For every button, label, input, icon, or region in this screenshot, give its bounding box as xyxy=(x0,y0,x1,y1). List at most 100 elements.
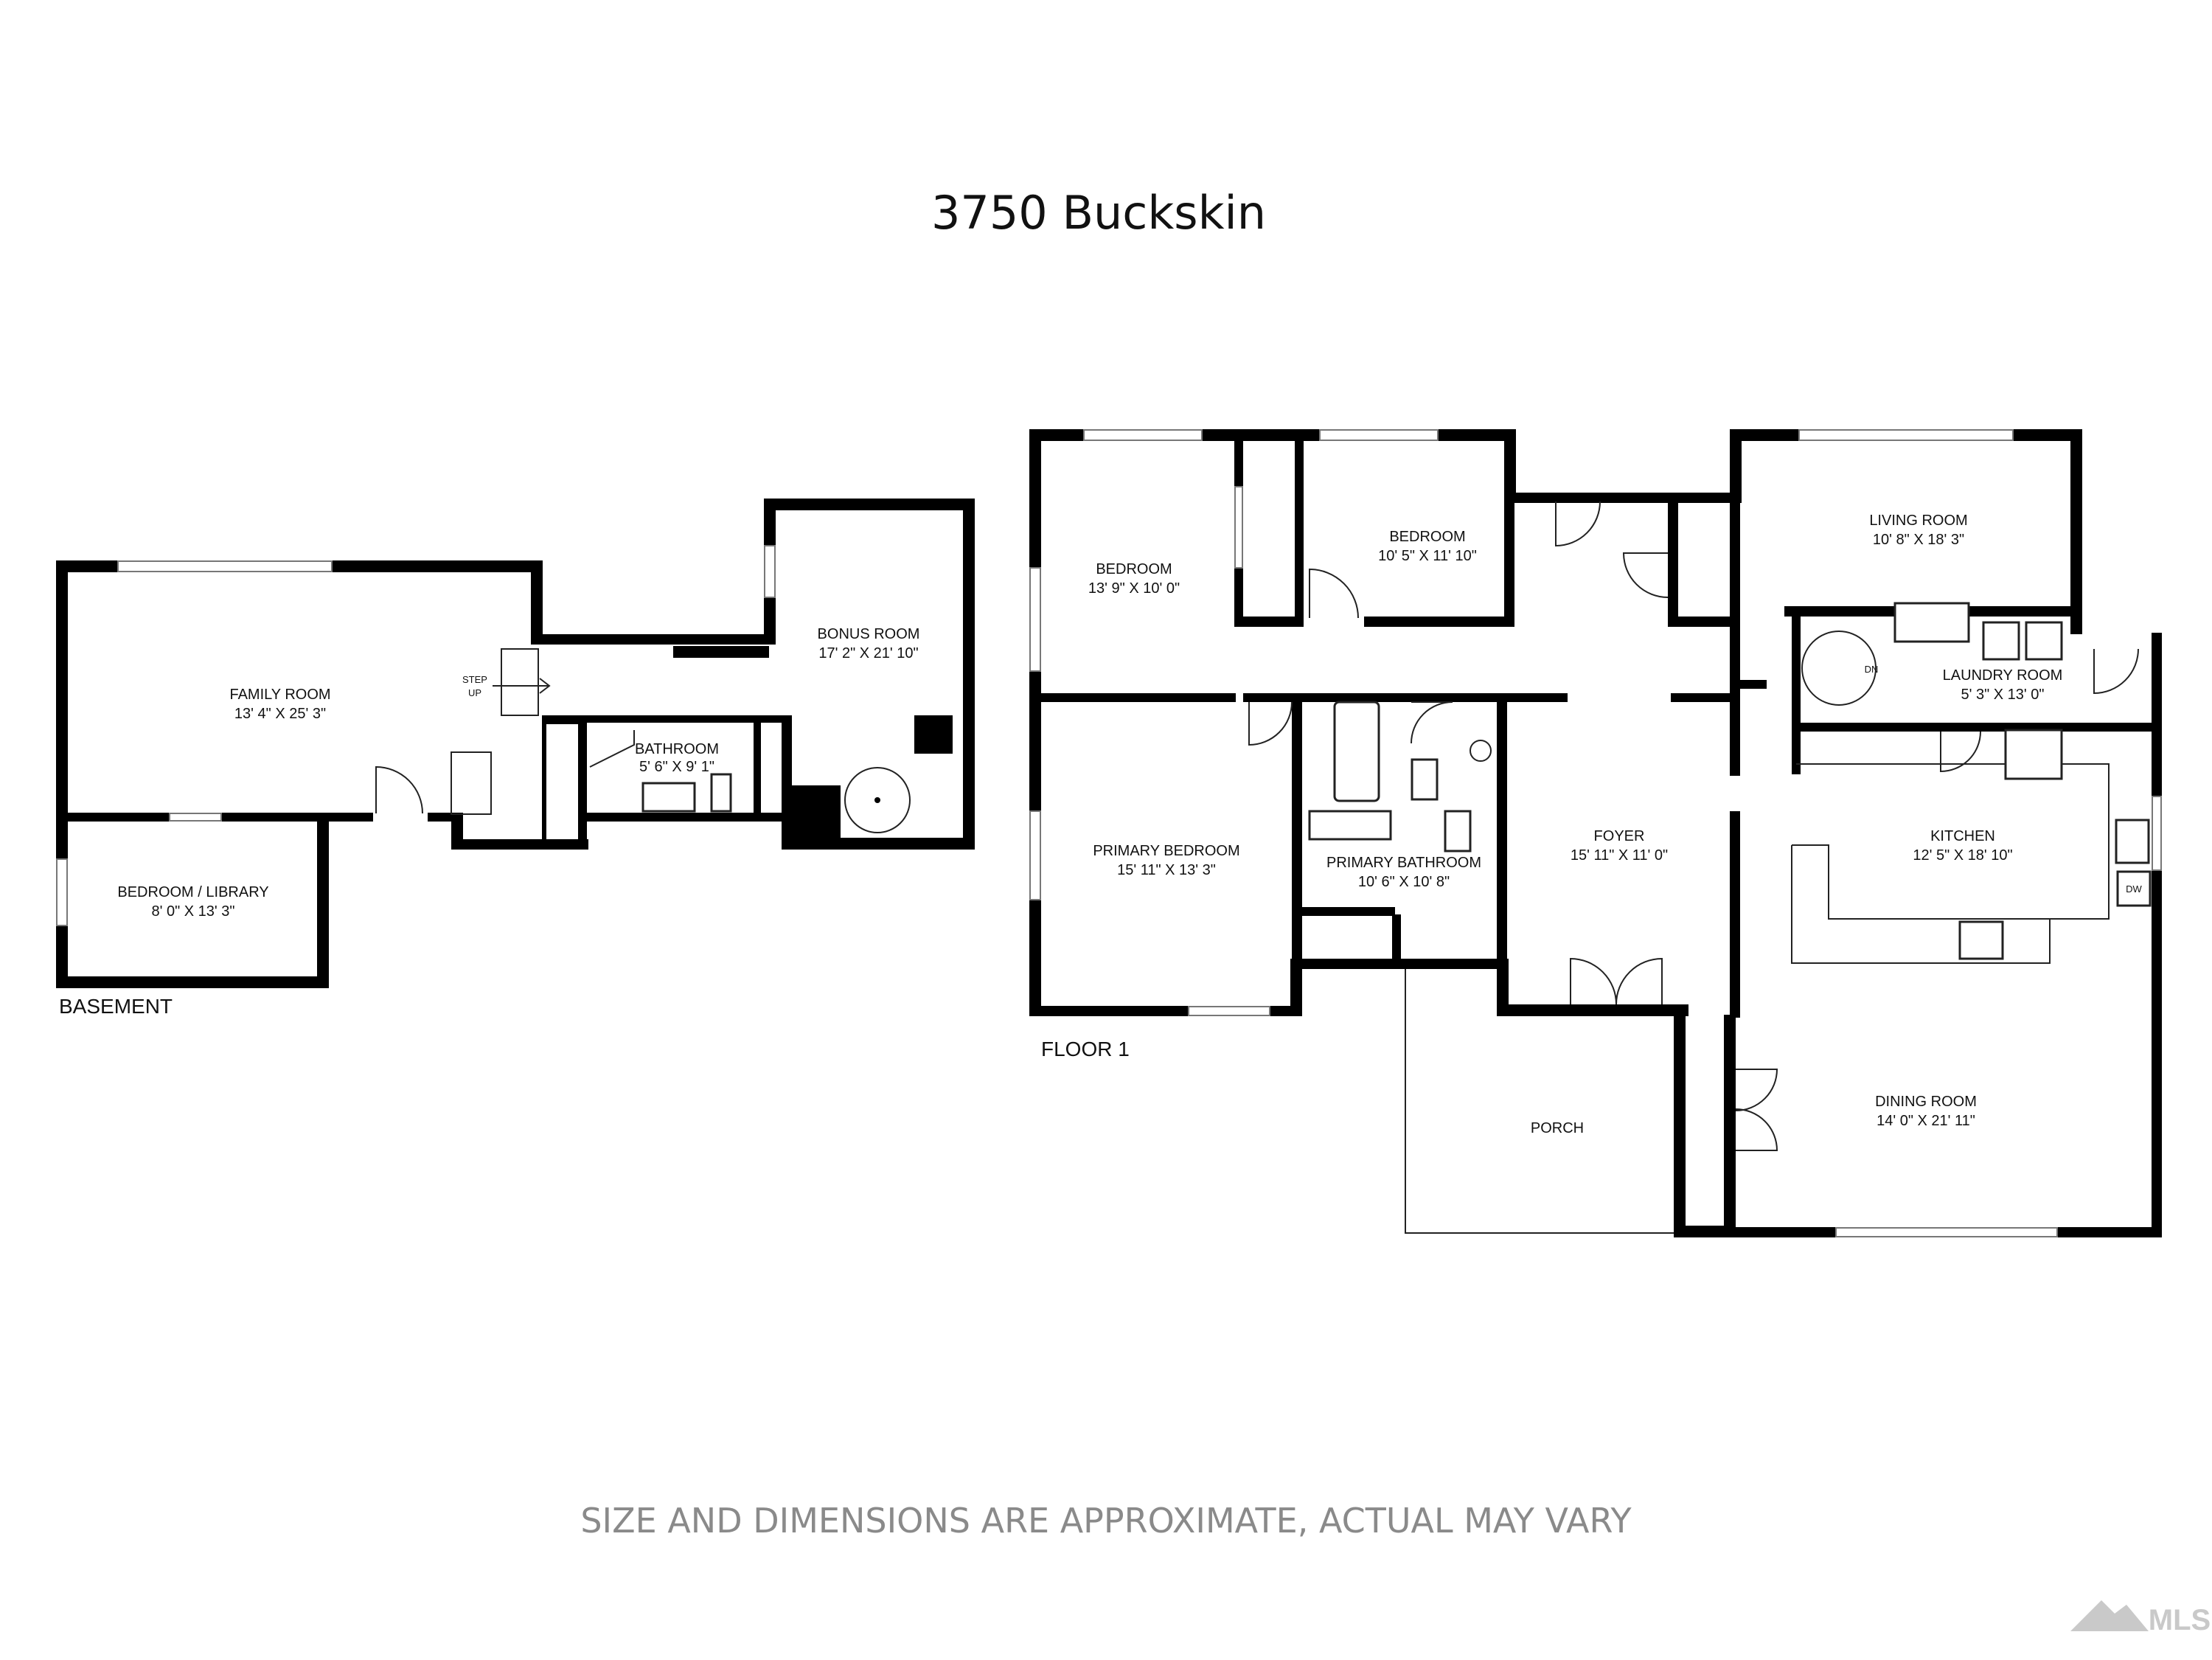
step-label-bottom: UP xyxy=(468,687,481,698)
wall xyxy=(1497,959,1509,1016)
window xyxy=(1188,1006,1270,1016)
basement-plan: STEP UP FAMILY ROOM 13' 4" X 25' 3" BONU… xyxy=(56,499,975,1018)
window xyxy=(1029,810,1041,900)
wall xyxy=(1292,907,1395,916)
door xyxy=(1735,1108,1778,1151)
kitchen-island xyxy=(1791,845,2051,964)
wall xyxy=(1301,959,1367,969)
window xyxy=(169,813,222,822)
fireplace xyxy=(1893,602,1970,643)
window xyxy=(56,858,68,926)
floor1-plan: DN DW BEDROOM 13' 9" X 10' 0" BEDROOM 10… xyxy=(1029,429,2162,1237)
spiral-stair xyxy=(1801,631,1877,706)
room-name-porch: PORCH xyxy=(1531,1120,1584,1136)
room-size-bedroom-library: 8' 0" X 13' 3" xyxy=(151,903,234,920)
wall xyxy=(1243,693,1568,702)
room-name-family: FAMILY ROOM xyxy=(229,687,330,703)
room-name-living: LIVING ROOM xyxy=(1869,513,1967,529)
wall xyxy=(578,715,792,723)
floor-label-basement: BASEMENT xyxy=(59,995,173,1018)
wall xyxy=(542,724,546,841)
dishwasher-label: DW xyxy=(2126,883,2142,895)
wall xyxy=(764,499,975,510)
wall xyxy=(914,715,953,754)
wall xyxy=(1295,435,1304,627)
door xyxy=(375,765,423,814)
wall xyxy=(1029,429,1041,1016)
wall xyxy=(1724,1015,1736,1237)
wall xyxy=(578,715,587,848)
wall xyxy=(1792,723,2153,732)
room-size-bedroom-west: 13' 9" X 10' 0" xyxy=(1088,580,1180,597)
room-size-family: 13' 4" X 25' 3" xyxy=(234,706,326,722)
window xyxy=(1835,1227,2058,1237)
wall xyxy=(1730,429,1740,776)
room-name-primary-bedroom: PRIMARY BEDROOM xyxy=(1093,843,1239,859)
mls-logo: MLS xyxy=(2070,1600,2211,1636)
dishwasher xyxy=(2116,870,2152,907)
stair-label: DN xyxy=(1865,664,1879,675)
sink xyxy=(641,782,696,813)
front-door xyxy=(1615,957,1663,1005)
bathtub xyxy=(1333,701,1380,802)
wall xyxy=(1504,429,1516,503)
door xyxy=(1555,501,1601,547)
room-name-primary-bathroom: PRIMARY BATHROOM xyxy=(1326,855,1481,871)
wall xyxy=(542,715,586,724)
shower xyxy=(589,730,635,768)
window xyxy=(1234,486,1243,569)
window xyxy=(1798,429,2014,441)
kitchen-sink xyxy=(2115,819,2150,864)
room-size-basement-bath: 5' 6" X 9' 1" xyxy=(639,759,714,775)
wall xyxy=(1029,693,1236,702)
porch-outline xyxy=(1405,969,1674,1234)
washer xyxy=(1982,621,2020,661)
front-door xyxy=(1570,957,1617,1005)
wall xyxy=(1292,698,1302,959)
dryer xyxy=(2025,621,2063,661)
refrigerator xyxy=(2004,729,2063,780)
wall xyxy=(451,839,588,850)
door xyxy=(2093,648,2139,695)
room-name-bedroom-library: BEDROOM / LIBRARY xyxy=(117,884,268,900)
plan-title: 3750 Buckskin xyxy=(931,186,1266,240)
window xyxy=(117,560,333,572)
wall xyxy=(782,718,792,790)
range xyxy=(1958,920,2004,960)
wall xyxy=(1497,1004,1688,1016)
room-name-bonus: BONUS ROOM xyxy=(818,626,920,642)
mls-logo-text: MLS xyxy=(2149,1604,2211,1636)
wall xyxy=(1504,493,1740,503)
room-size-foyer: 15' 11" X 11' 0" xyxy=(1571,847,1668,864)
room-size-primary-bedroom: 15' 11" X 13' 3" xyxy=(1117,862,1216,878)
door xyxy=(1735,1069,1778,1111)
door xyxy=(1411,701,1453,744)
window xyxy=(764,545,776,598)
window xyxy=(1319,429,1439,441)
room-size-bedroom-north: 10' 5" X 11' 10" xyxy=(1378,548,1477,564)
double-vanity xyxy=(1308,810,1392,841)
room-name-bedroom-north: BEDROOM xyxy=(1389,529,1465,545)
wall xyxy=(1392,914,1401,966)
stairs xyxy=(451,751,492,815)
wall xyxy=(1730,811,1740,1018)
wall xyxy=(1364,617,1512,627)
wall xyxy=(1730,680,1767,689)
wall xyxy=(2152,633,2162,1237)
wall xyxy=(1497,698,1507,959)
toilet xyxy=(1444,810,1472,852)
room-size-bonus: 17' 2" X 21' 10" xyxy=(818,645,918,661)
room-size-primary-bathroom: 10' 6" X 10' 8" xyxy=(1358,874,1450,890)
room-name-laundry: LAUNDRY ROOM xyxy=(1943,667,2063,684)
wall xyxy=(963,499,975,850)
toilet xyxy=(1411,758,1439,801)
wall xyxy=(1674,1226,1736,1237)
wall xyxy=(1671,693,1730,702)
step xyxy=(501,648,539,716)
wall xyxy=(317,813,329,988)
wall xyxy=(673,646,769,658)
wall xyxy=(531,634,774,645)
door xyxy=(1248,701,1293,746)
wall xyxy=(1504,503,1514,627)
